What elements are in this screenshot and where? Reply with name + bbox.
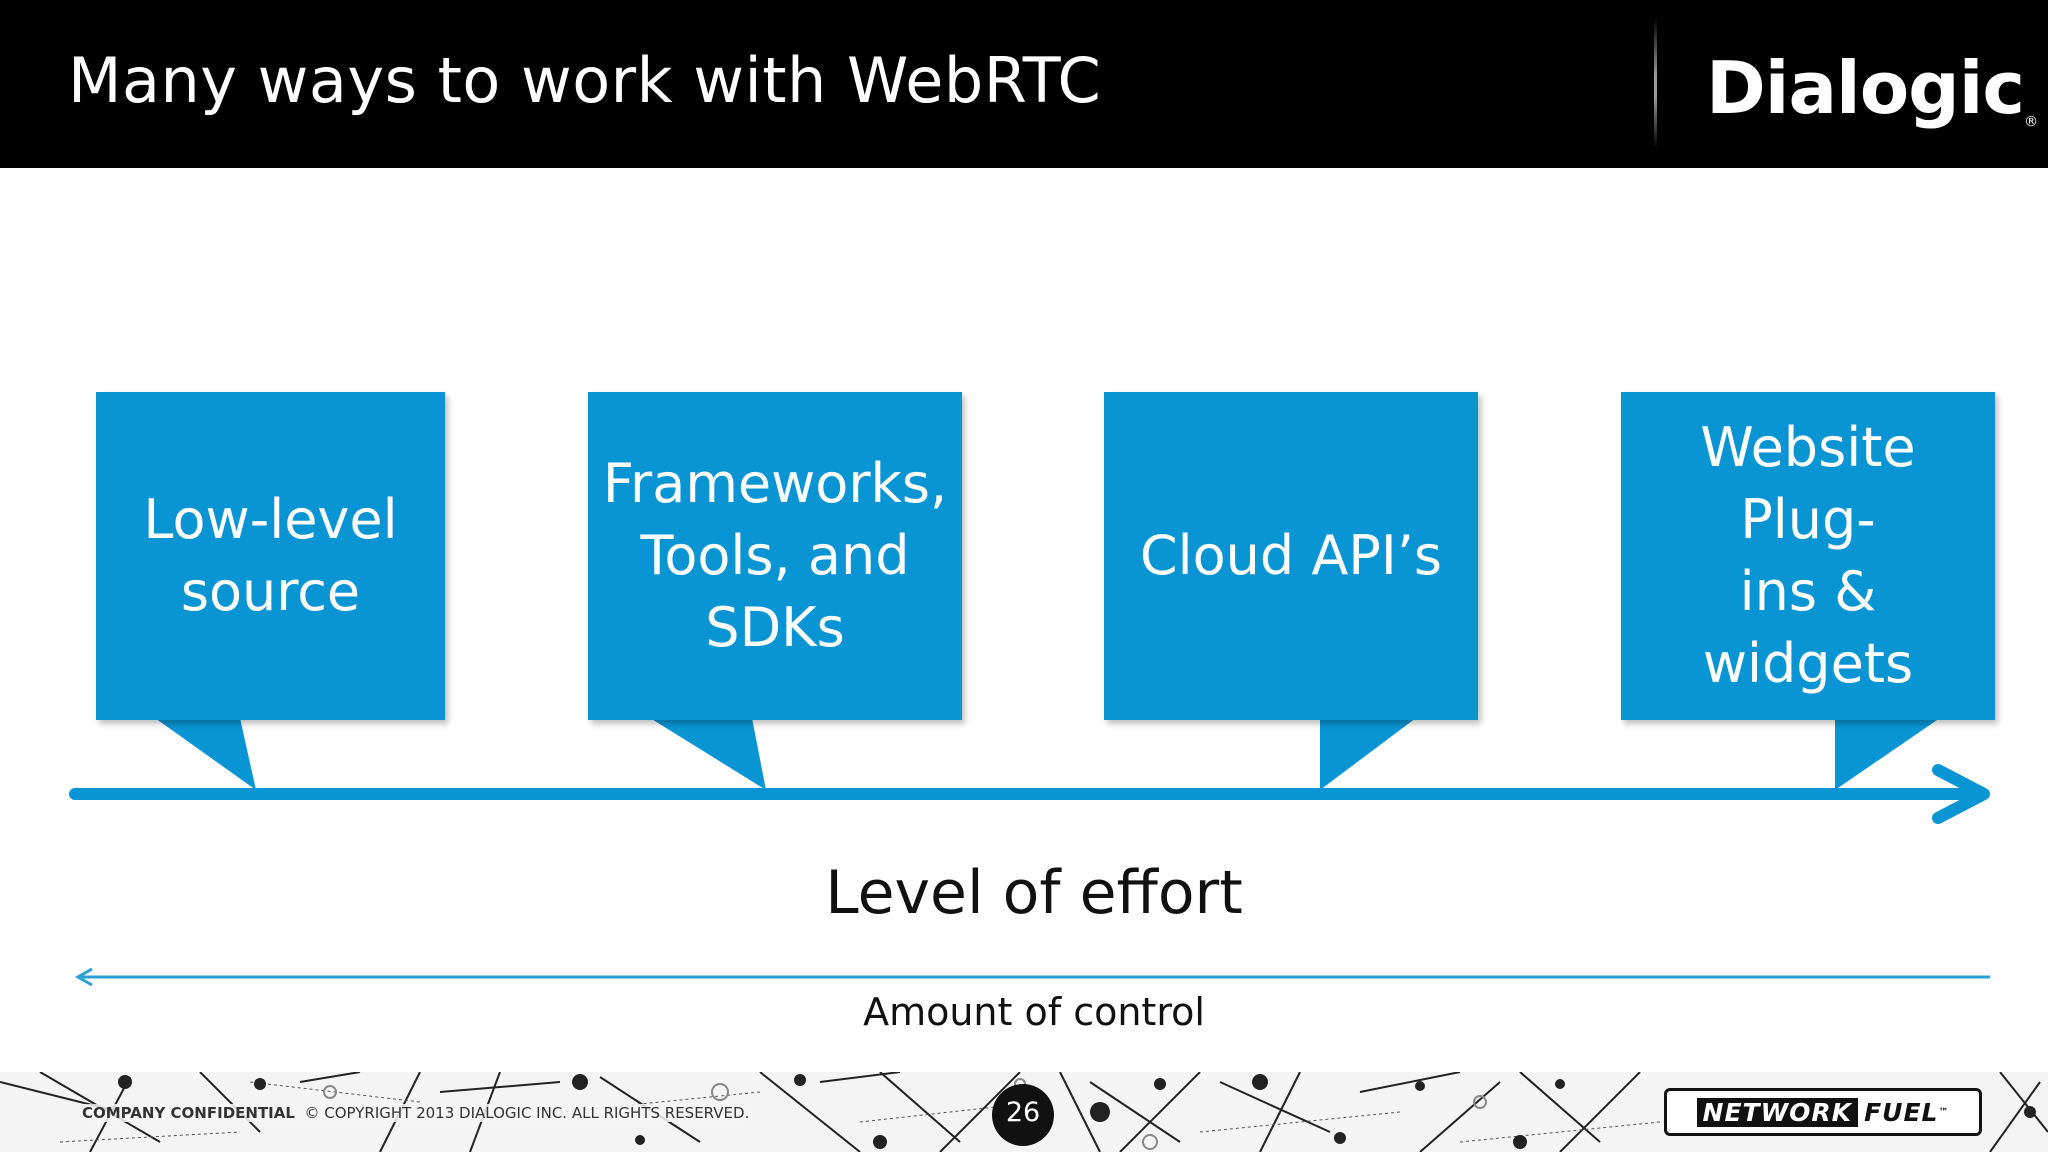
confidentiality-notice: COMPANY CONFIDENTIAL © COPYRIGHT 2013 DI…: [82, 1104, 750, 1122]
level-of-effort-label: Level of effort: [825, 858, 1243, 928]
control-arrow-head: [74, 967, 93, 987]
callout-tail-1: [155, 718, 256, 790]
callout-tail-3: [1320, 718, 1416, 790]
dialogic-logo: Dialogic®: [1706, 46, 2038, 130]
page-number-badge: 26: [992, 1084, 1054, 1146]
header-divider: [1654, 18, 1657, 148]
network-pattern-graphic: [0, 1072, 2048, 1152]
slide-header: Many ways to work with WebRTC Dialogic®: [0, 0, 2048, 168]
amount-of-control-label: Amount of control: [863, 990, 1205, 1034]
confidential-label: COMPANY CONFIDENTIAL: [82, 1104, 295, 1122]
logo-text: Dialogic: [1706, 46, 2025, 130]
slide-footer: COMPANY CONFIDENTIAL © COPYRIGHT 2013 DI…: [0, 1072, 2048, 1152]
callout-website-plugins-widgets: Website Plug- ins & widgets: [1621, 392, 1995, 720]
network-fuel-fuel-text: FUEL: [1864, 1097, 1939, 1127]
copyright-text: © COPYRIGHT 2013 DIALOGIC INC. ALL RIGHT…: [304, 1104, 750, 1122]
callout-cloud-apis: Cloud API’s: [1104, 392, 1478, 720]
callout-low-level-source: Low-level source: [96, 392, 445, 720]
trademark-mark: ™: [1938, 1106, 1950, 1118]
slide-title: Many ways to work with WebRTC: [68, 44, 1102, 117]
network-fuel-network-text: NETWORK: [1696, 1097, 1859, 1127]
effort-arrow-head: [1932, 764, 1990, 824]
callout-tail-2: [650, 718, 766, 790]
callout-tail-4: [1835, 718, 1940, 790]
callout-frameworks-tools-sdks: Frameworks, Tools, and SDKs: [588, 392, 962, 720]
registered-mark: ®: [2024, 114, 2038, 130]
